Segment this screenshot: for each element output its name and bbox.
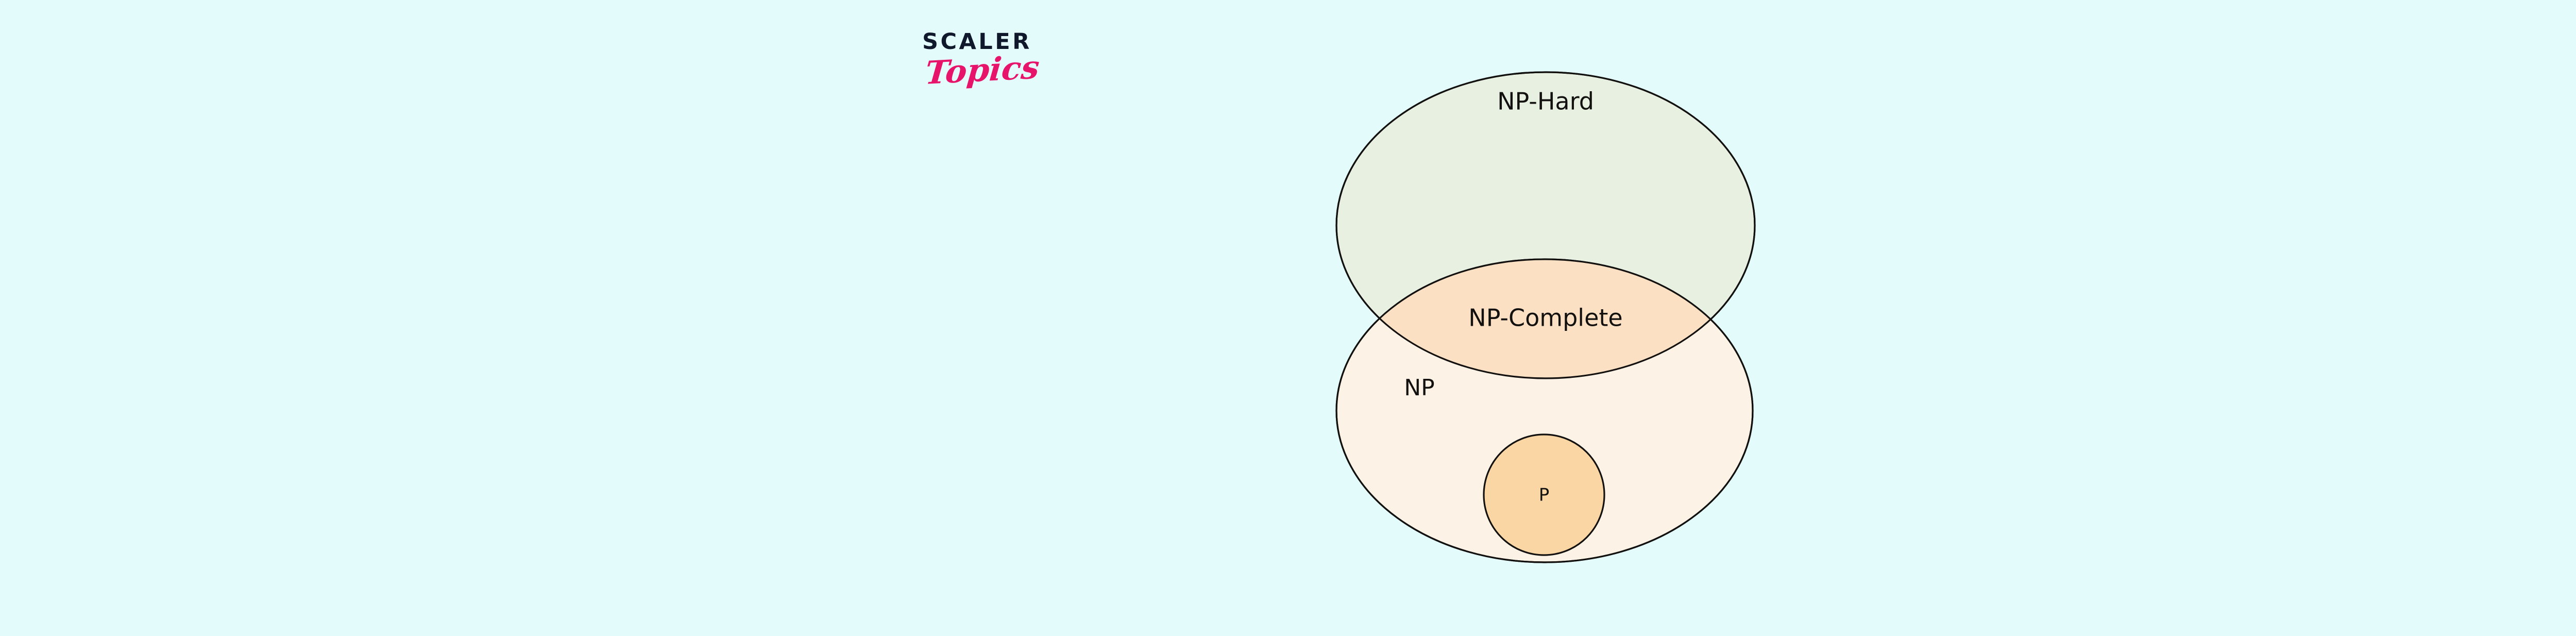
label-np-hard: NP-Hard [1497,88,1594,115]
np-complete-intersection-region [1336,259,1753,378]
brand-wordmark-scaler: SCALER [922,29,1032,55]
brand-wordmark-topics: Topics [923,48,1041,92]
np-hard-ellipse [1335,71,1756,379]
np-outline [1335,258,1754,563]
label-np: NP [1404,375,1434,401]
label-np-complete: NP-Complete [1468,304,1622,332]
label-p: P [1539,485,1550,506]
np-ellipse [1335,258,1754,563]
np-hard-outline [1335,71,1756,379]
p-circle [1483,433,1605,556]
scaler-topics-logo: SCALER Topics [922,31,1092,144]
